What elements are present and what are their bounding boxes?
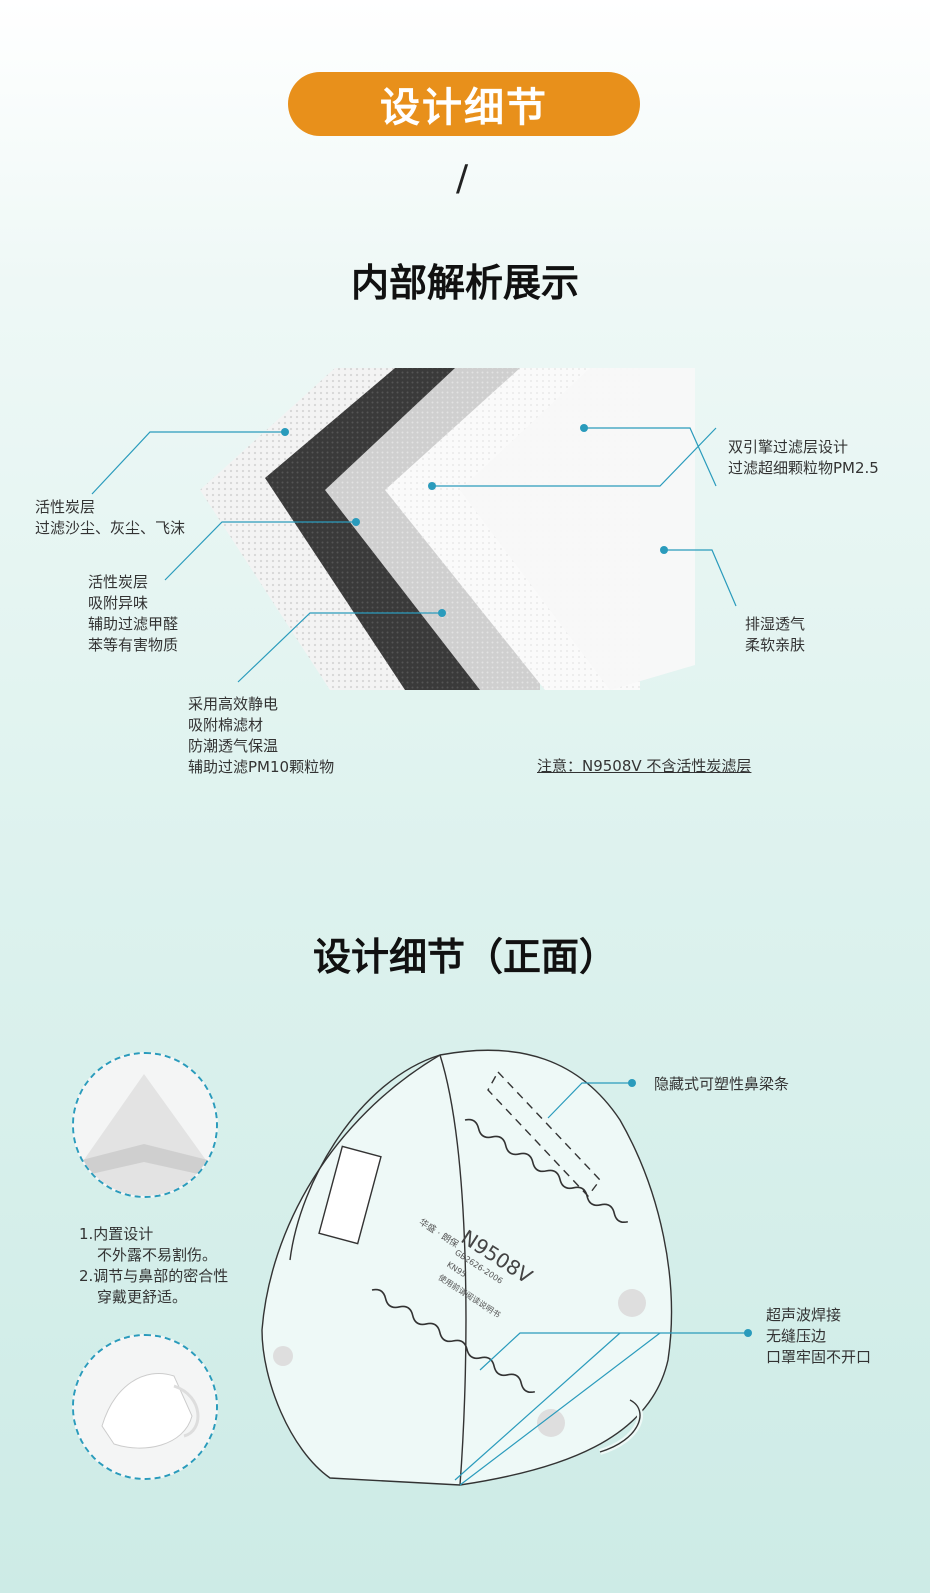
label-nose-strip: 隐藏式可塑性鼻梁条 [654, 1075, 790, 1093]
section-title-front: 设计细节（正面） [312, 935, 617, 979]
header-separator: / [456, 158, 469, 199]
design-description: 1.内置设计 不外露不易割伤。 2.调节与鼻部的密合性 穿戴更舒适。 [79, 1224, 228, 1308]
mask-illustration [261, 1049, 673, 1486]
section-title-internal: 内部解析展示 [350, 261, 579, 305]
nose-strip-outline [487, 1070, 601, 1198]
label-electrostatic-layer: 采用高效静电 吸附棉滤材 防潮透气保温 辅助过滤PM10颗粒物 [188, 695, 335, 776]
mask-wave-lines [371, 1118, 629, 1393]
section-header-title: 设计细节 [380, 85, 548, 131]
label-dual-filter-layer: 双引擎过滤层设计 过滤超细颗粒物PM2.5 [728, 438, 879, 477]
nose-detail-photo [72, 1052, 218, 1198]
mask-product-photo [72, 1334, 218, 1480]
section-header-pill: 设计细节 [288, 72, 640, 136]
filter-layer-5 [460, 368, 695, 690]
desc-line-1: 1.内置设计 [79, 1225, 154, 1243]
note-no-carbon: 注意：N9508V 不含活性炭滤层 [537, 757, 752, 775]
desc-line-3: 2.调节与鼻部的密合性 [79, 1267, 229, 1285]
label-carbon-layer-1: 活性炭层 过滤沙尘、灰尘、飞沫 [35, 498, 186, 537]
desc-line-4: 穿戴更舒适。 [97, 1288, 188, 1306]
label-ultrasonic-weld: 超声波焊接 无缝压边 口罩牢固不开口 [766, 1306, 872, 1366]
label-carbon-layer-2: 活性炭层 吸附异味 辅助过滤甲醛 苯等有害物质 [88, 573, 179, 654]
desc-line-2: 不外露不易割伤。 [97, 1246, 218, 1264]
label-breathable-layer: 排湿透气 柔软亲肤 [745, 615, 806, 654]
